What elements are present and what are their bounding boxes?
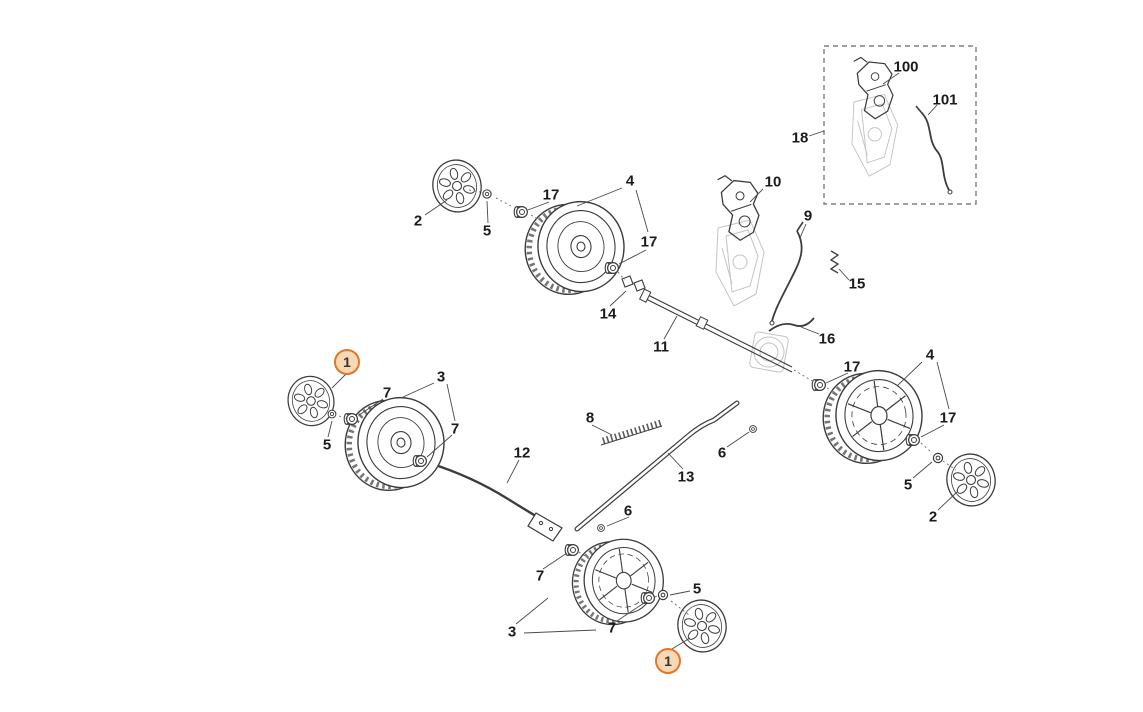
wheel <box>339 392 450 496</box>
wheel <box>567 534 669 630</box>
strip-part-8 <box>600 419 663 446</box>
part-callout-15[interactable]: 15 <box>848 275 866 293</box>
part-callout-17[interactable]: 17 <box>939 409 957 427</box>
bushing <box>604 262 620 274</box>
ghost-gearbox <box>749 331 789 373</box>
part-callout-17[interactable]: 17 <box>542 186 560 204</box>
part-callout-4[interactable]: 4 <box>625 172 635 190</box>
part-callout-100[interactable]: 100 <box>893 58 919 76</box>
part-callout-5[interactable]: 5 <box>903 476 913 494</box>
part-callout-8[interactable]: 8 <box>585 409 595 427</box>
part-callout-7[interactable]: 7 <box>535 567 545 585</box>
bushing <box>513 206 529 218</box>
part-callout-16[interactable]: 16 <box>818 330 836 348</box>
part-callout-7[interactable]: 7 <box>382 384 392 402</box>
part-callout-4[interactable]: 4 <box>925 346 935 364</box>
bolt <box>597 524 605 532</box>
part-callout-13[interactable]: 13 <box>677 468 695 486</box>
hub-cap <box>282 370 340 432</box>
rod-part-101 <box>915 105 953 195</box>
part-callout-17[interactable]: 17 <box>843 358 861 376</box>
axle-part-11 <box>639 288 793 373</box>
part-callout-2[interactable]: 2 <box>928 508 938 526</box>
highlighted-part-callout-1[interactable]: 1 <box>334 349 360 375</box>
detail-box <box>823 45 977 205</box>
assembly-axis-lines <box>338 189 957 616</box>
hub-cap <box>671 594 733 658</box>
part-callout-14[interactable]: 14 <box>599 305 617 323</box>
bushing <box>412 455 427 467</box>
rod-part-9 <box>769 221 804 326</box>
bolt <box>657 589 669 601</box>
part-callout-3[interactable]: 3 <box>507 623 517 641</box>
bushing <box>811 379 827 391</box>
part-callout-12[interactable]: 12 <box>513 444 531 462</box>
bolt <box>482 189 492 199</box>
part-callout-3[interactable]: 3 <box>436 368 446 386</box>
wheel <box>519 196 630 300</box>
part-callout-2[interactable]: 2 <box>413 212 423 230</box>
rod-part-16 <box>768 317 815 332</box>
bushing <box>343 413 358 425</box>
part-callout-11[interactable]: 11 <box>653 338 669 356</box>
bolt <box>327 409 337 419</box>
part-callout-101[interactable]: 101 <box>932 91 958 109</box>
bushing <box>564 543 580 557</box>
part-callout-6[interactable]: 6 <box>623 502 633 520</box>
bar-part-13 <box>574 400 740 532</box>
part-callout-18[interactable]: 18 <box>791 129 809 147</box>
part-callout-5[interactable]: 5 <box>482 222 492 240</box>
part-callout-9[interactable]: 9 <box>803 207 813 225</box>
spring-part-15 <box>829 250 840 274</box>
wheel <box>817 365 928 469</box>
rod-part-12 <box>428 461 563 542</box>
bolt <box>932 452 944 464</box>
hub-cap <box>940 448 1002 512</box>
part-callout-17[interactable]: 17 <box>640 233 658 251</box>
part-callout-7[interactable]: 7 <box>450 420 460 438</box>
part-callout-5[interactable]: 5 <box>692 580 702 598</box>
bolt <box>749 425 757 433</box>
part-callout-6[interactable]: 6 <box>717 444 727 462</box>
clips-part-14 <box>621 275 646 292</box>
leader-lines <box>327 72 958 653</box>
part-callout-10[interactable]: 10 <box>764 173 782 191</box>
highlighted-part-callout-1[interactable]: 1 <box>655 648 681 674</box>
bushing <box>640 591 656 605</box>
part-callout-7[interactable]: 7 <box>607 619 617 637</box>
part-callout-5[interactable]: 5 <box>322 436 332 454</box>
bushing <box>905 434 921 446</box>
